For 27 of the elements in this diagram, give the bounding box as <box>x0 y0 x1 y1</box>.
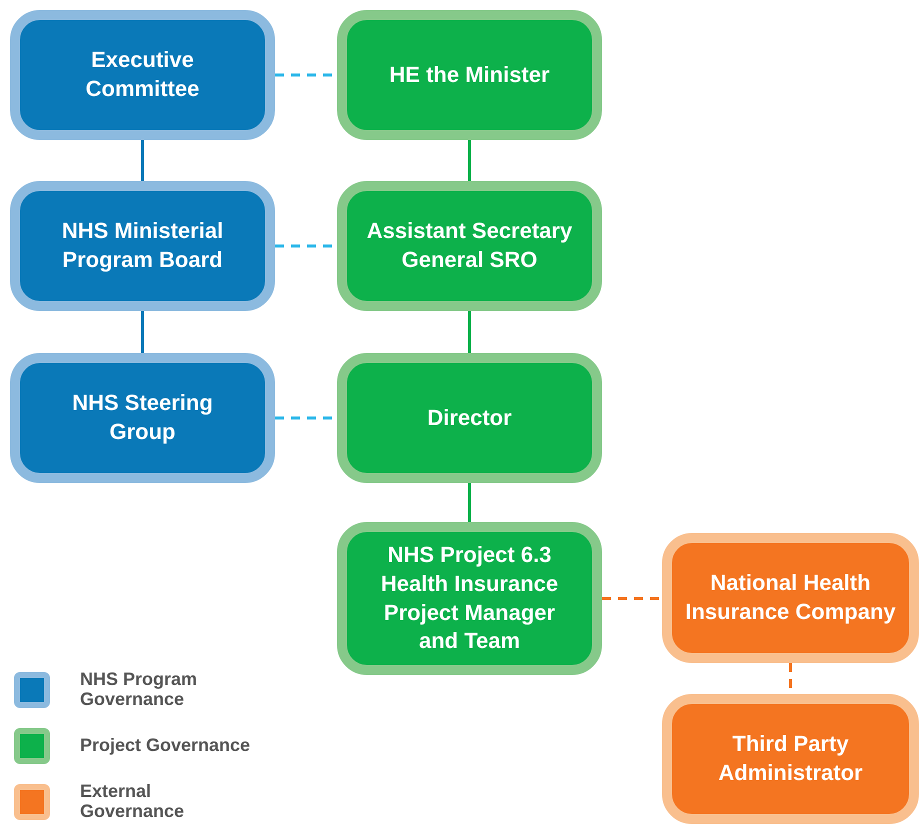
process-box <box>337 10 602 140</box>
connector-line <box>468 483 471 522</box>
legend-label: Project Governance <box>80 736 252 756</box>
connector-line <box>141 311 144 353</box>
connector-line <box>468 140 471 181</box>
connector-line <box>602 597 662 600</box>
node-label: Assistant Secretary General SRO <box>366 217 574 274</box>
process-box <box>10 10 275 140</box>
connector-line <box>141 140 144 181</box>
node-label: NHS Project 6.3 Health Insurance Project Manager and Team <box>380 541 560 656</box>
process-box <box>10 181 275 311</box>
process-box <box>337 353 602 483</box>
legend-label: NHS Program Governance <box>80 670 198 710</box>
node-label: NHS Steering Group <box>71 389 214 446</box>
node-label: Director <box>427 404 512 432</box>
node-label: Third Party Administrator <box>717 730 864 787</box>
node-label: NHS Ministerial Program Board <box>60 217 224 274</box>
node-label: National Health Insurance Company <box>684 569 897 626</box>
node-label: HE the Minister <box>389 60 550 89</box>
node-label: Executive Committee <box>84 46 200 103</box>
process-box <box>662 533 919 663</box>
connector-line <box>468 311 471 353</box>
process-box <box>10 353 275 483</box>
process-box <box>662 694 919 824</box>
process-box <box>337 522 602 675</box>
process-box <box>337 181 602 311</box>
legend-label: External Governance <box>80 782 186 822</box>
